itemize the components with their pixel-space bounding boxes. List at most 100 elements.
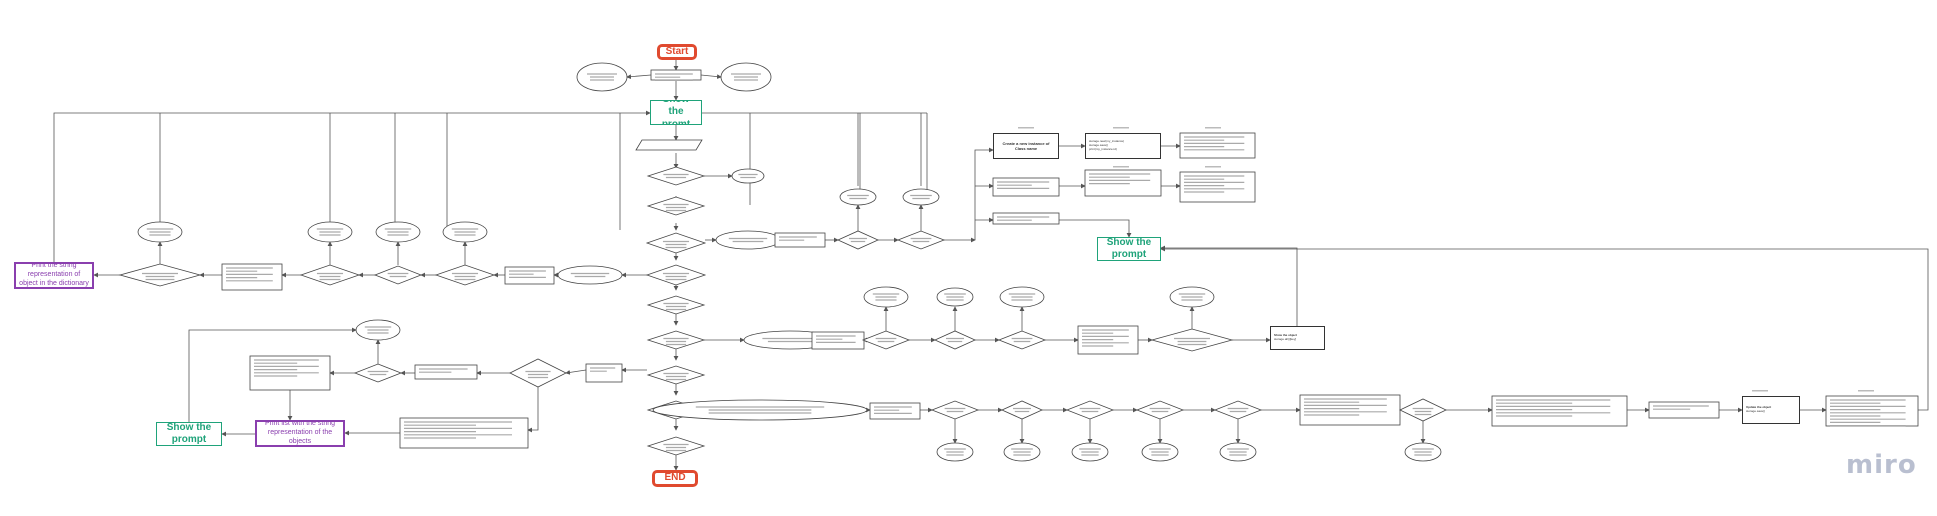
decision-diamond	[118, 263, 202, 287]
print-dictionary-box: Print the string representation of objec…	[14, 262, 94, 289]
caption-mark	[1858, 390, 1874, 392]
process-box	[1299, 394, 1401, 426]
decision-diamond	[861, 330, 911, 350]
process-box	[504, 266, 555, 285]
decision-diamond	[646, 436, 706, 456]
decision-shape	[509, 358, 567, 388]
decision-shape	[930, 400, 980, 420]
decision-shape	[646, 196, 706, 216]
caption-mark	[1018, 127, 1034, 129]
print-objects-box: Print list with the string representatio…	[255, 420, 345, 447]
decision-diamond	[934, 330, 976, 350]
process-shape	[504, 266, 555, 285]
caption-mark	[1113, 166, 1129, 168]
decision-diamond	[299, 264, 361, 286]
save-instance-box: storage.new(my_instance) storage.save() …	[1085, 133, 1161, 159]
show-prompt-top: Show the promt	[650, 100, 702, 125]
show-prompt-right: Show the prompt	[1097, 237, 1161, 261]
note-ellipse	[375, 221, 421, 243]
process-shape	[650, 69, 702, 81]
process-box	[650, 69, 702, 82]
print-objects-label: Print list with the string representatio…	[264, 420, 336, 445]
process-shape	[992, 177, 1060, 197]
note-ellipse	[999, 286, 1045, 308]
decision-diamond	[645, 232, 707, 254]
start-label: Start	[665, 45, 689, 57]
decision-diamond	[434, 264, 496, 286]
create-instance-box: Create a new instance of Class name	[993, 133, 1059, 159]
process-box	[1077, 325, 1139, 355]
connector	[1160, 245, 1298, 326]
decision-shape	[353, 363, 403, 383]
note-ellipse	[839, 188, 877, 206]
process-box	[992, 177, 1060, 197]
process-box	[1084, 169, 1162, 197]
decision-diamond	[837, 230, 879, 250]
process-shape	[1179, 171, 1256, 203]
note-ellipse	[307, 221, 353, 243]
note-ellipse	[355, 319, 401, 341]
process-box	[399, 417, 529, 449]
connector	[1160, 246, 1929, 411]
decision-shape	[1001, 400, 1043, 420]
create-instance-line-1: Create a new instance of	[1002, 141, 1050, 146]
decision-diamond	[373, 265, 423, 285]
process-box	[1491, 395, 1628, 427]
end-node: END	[652, 470, 698, 487]
decision-diamond	[1001, 400, 1043, 420]
show-prompt-left: Show the prompt	[156, 422, 222, 446]
decision-diamond	[896, 230, 946, 250]
connector	[565, 369, 587, 375]
decision-diamond	[646, 166, 706, 186]
start-node: Start	[657, 44, 697, 60]
show-object-line-2: storage.all()[key]	[1274, 337, 1297, 341]
decision-shape	[373, 265, 423, 285]
caption-mark	[1205, 127, 1221, 129]
connector	[527, 387, 539, 433]
process-box	[414, 364, 478, 380]
note-ellipse	[1071, 442, 1109, 462]
update-object-line-1: Update the object	[1746, 405, 1772, 410]
create-instance-line-2: Class name	[1014, 146, 1038, 151]
decision-diamond	[646, 330, 706, 350]
decision-shape	[1135, 400, 1185, 420]
decision-diamond	[1065, 400, 1115, 420]
decision-diamond	[997, 330, 1047, 350]
note-ellipse	[936, 442, 974, 462]
note-ellipse	[1219, 442, 1257, 462]
update-object-box: Update the object storage.save()	[1742, 396, 1800, 424]
miro-logo: miro	[1846, 450, 1917, 480]
end-label: END	[664, 472, 686, 484]
note-ellipse	[715, 230, 781, 250]
decision-shape	[645, 264, 707, 286]
show-object-line-1: Show the object	[1274, 333, 1298, 338]
note-ellipse	[1003, 442, 1041, 462]
note-ellipse	[557, 265, 623, 285]
process-shape	[1825, 395, 1919, 427]
decision-shape	[837, 230, 879, 250]
decision-diamond	[509, 358, 567, 388]
decision-diamond	[646, 196, 706, 216]
decision-shape	[1150, 328, 1234, 352]
process-shape	[399, 417, 529, 449]
process-shape	[1648, 401, 1720, 419]
note-ellipse	[902, 188, 940, 206]
note-ellipse	[1169, 286, 1215, 308]
process-shape	[869, 402, 921, 420]
decision-shape	[299, 264, 361, 286]
note-ellipse	[863, 286, 909, 308]
connector	[700, 74, 722, 79]
decision-diamond	[930, 400, 980, 420]
decision-shape	[896, 230, 946, 250]
note-ellipse	[1404, 442, 1442, 462]
note-ellipse	[1141, 442, 1179, 462]
process-box	[249, 355, 331, 391]
ellipse-shape	[715, 230, 781, 250]
input-parallelogram	[635, 139, 703, 151]
show-object-box: Show the object storage.all()[key]	[1270, 326, 1325, 350]
process-box	[811, 331, 865, 350]
process-box	[869, 402, 921, 420]
note-ellipse	[731, 168, 765, 184]
connector	[626, 74, 652, 80]
